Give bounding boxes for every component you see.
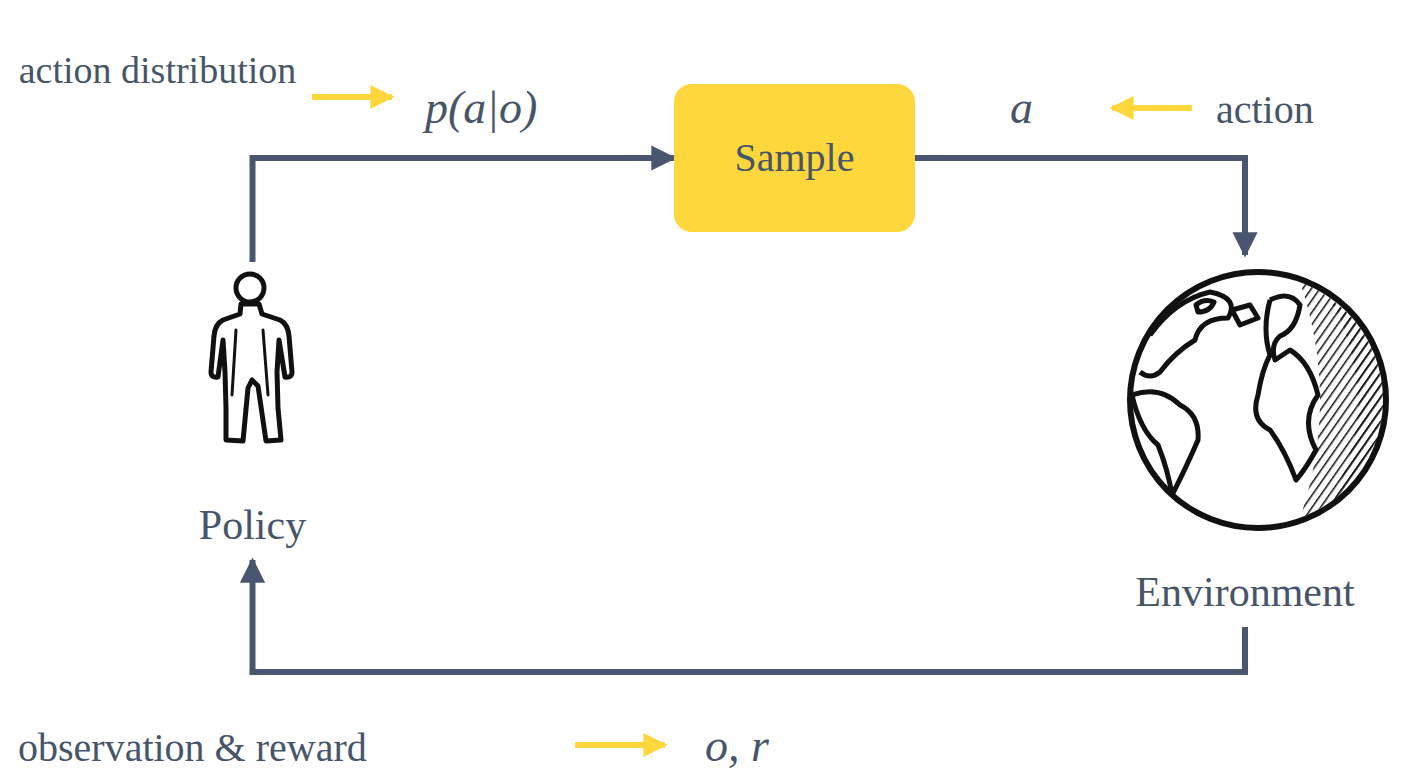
pointer-arrow — [1112, 105, 1192, 111]
flow-arrow — [253, 560, 1246, 672]
node-label: Policy — [150, 500, 355, 550]
pointer-arrow — [575, 742, 665, 748]
edge-label: o, r — [705, 714, 769, 773]
flow-arrow — [253, 158, 675, 262]
process-box: Sample — [674, 84, 915, 232]
annotation-label: observation & reward — [18, 720, 367, 773]
globe-figure — [1130, 272, 1386, 528]
environment-figure: Environment — [1070, 255, 1406, 627]
node-label: Environment — [1070, 567, 1406, 617]
annotation-label: action — [1216, 82, 1314, 138]
edge-label: p(a|o) — [425, 76, 537, 140]
policy-figure: Policy — [150, 262, 355, 560]
edge-label: a — [1010, 76, 1033, 140]
node-label: Sample — [735, 134, 855, 182]
person-figure — [211, 274, 292, 441]
pointer-arrow — [312, 94, 392, 100]
flow-arrow — [915, 158, 1245, 255]
annotation-label: action distribution — [15, 44, 300, 97]
